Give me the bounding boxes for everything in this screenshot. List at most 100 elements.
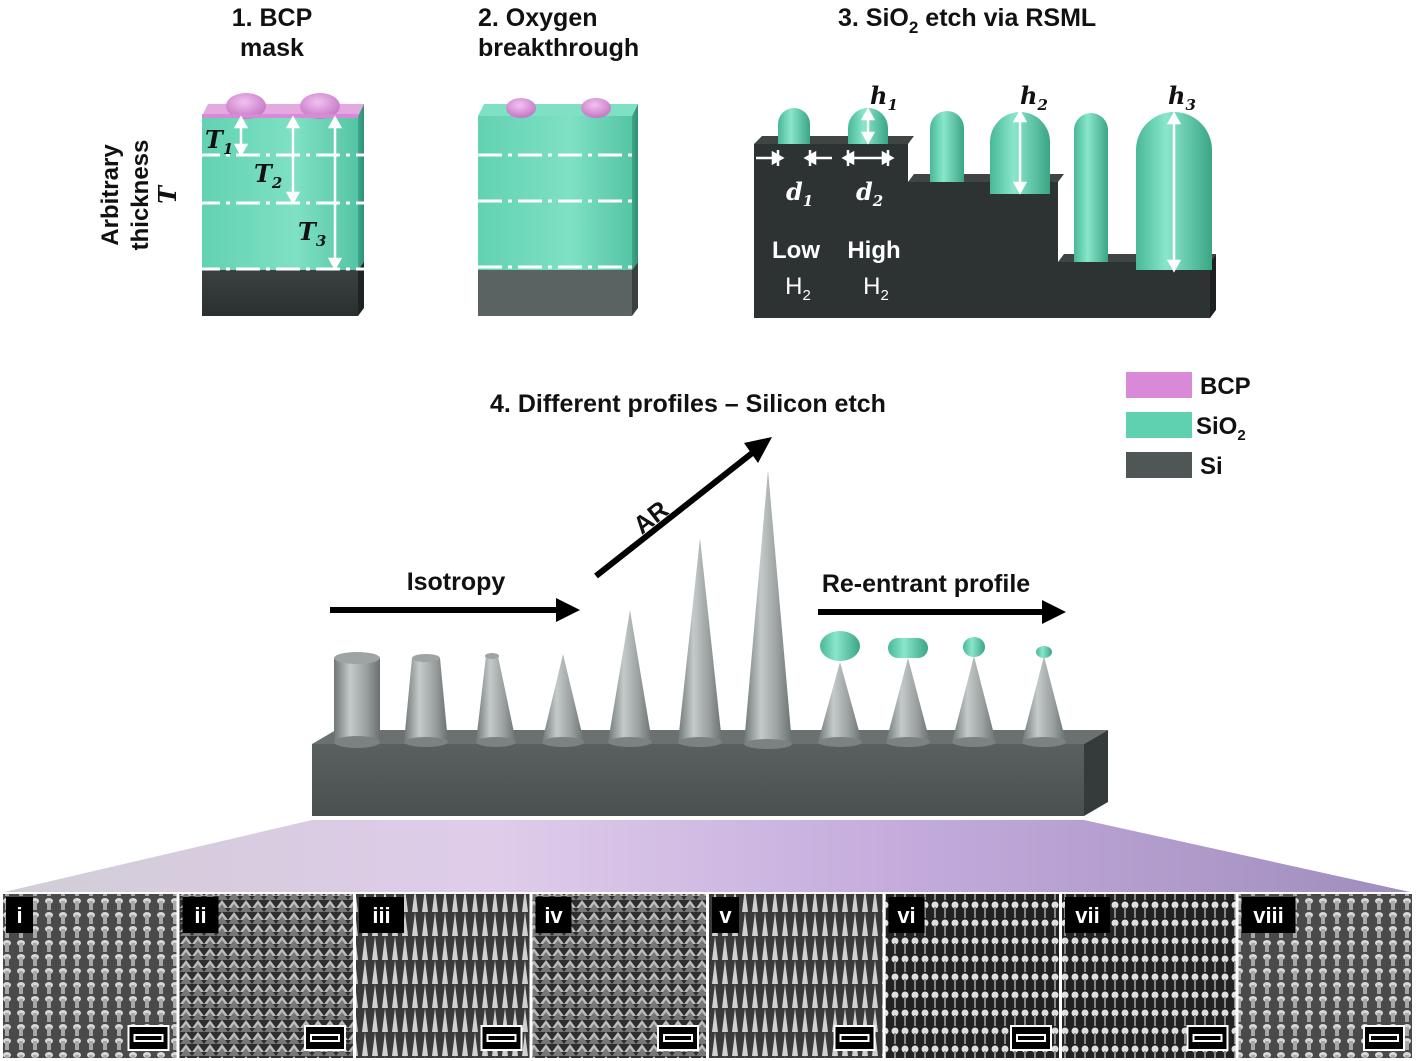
pillar-reentrant xyxy=(1022,646,1066,747)
sem-label-box xyxy=(535,897,572,933)
sem-label-box xyxy=(6,897,33,933)
si-substrate-side xyxy=(358,262,364,316)
step1-diagram: 1. BCP mask T1 T2 T3 xyxy=(196,4,364,316)
step1-title-line1: 1. BCP xyxy=(232,4,313,32)
bar-side xyxy=(1084,730,1108,816)
bcp-dome xyxy=(300,93,340,119)
scale-bar xyxy=(663,1034,693,1042)
scale-bar xyxy=(1192,1034,1223,1042)
sem-panel-iv: iv xyxy=(532,894,706,1058)
sem-label-box xyxy=(888,897,925,933)
ar-arrow: AR xyxy=(594,437,772,579)
side-label-line3: T xyxy=(153,184,182,204)
legend-swatch-sio2 xyxy=(1126,412,1192,438)
sem-label-box xyxy=(182,897,219,933)
arbitrary-thickness-label: Arbitrary thickness T xyxy=(97,140,182,251)
scale-bar xyxy=(486,1034,517,1042)
label-h1: h1 xyxy=(870,81,898,114)
scale-bar xyxy=(133,1034,164,1042)
sio2-cap xyxy=(1036,646,1052,658)
sio2-pillar xyxy=(778,108,810,144)
reentrant-label: Re-entrant profile xyxy=(822,570,1030,598)
bcp-dome xyxy=(506,98,536,118)
pillar-truncated-cone xyxy=(476,653,516,747)
si-substrate-front xyxy=(478,270,632,316)
legend: BCP SiO2 Si xyxy=(1126,372,1251,480)
t-arrows xyxy=(233,115,343,271)
isotropy-label: Isotropy xyxy=(407,568,506,596)
step3-title: 3. SiO2 etch via RSML xyxy=(838,4,1096,37)
sem-panel-vii: vii xyxy=(1062,894,1236,1058)
sem-label-box xyxy=(1241,897,1296,933)
side-label-line2: thickness xyxy=(127,140,154,251)
step2-title-line1: 2. Oxygen xyxy=(478,4,598,32)
pillar-cylinder xyxy=(334,652,380,748)
legend-swatch-si xyxy=(1126,452,1192,478)
sem-label: iv xyxy=(544,903,563,928)
bcp-dome xyxy=(581,98,611,118)
scale-bar xyxy=(310,1034,340,1042)
sem-label-box xyxy=(712,897,739,933)
sem-label-box xyxy=(359,897,404,933)
isotropy-arrow: Isotropy xyxy=(330,568,580,622)
sem-label: viii xyxy=(1253,903,1284,928)
zoom-funnel xyxy=(4,820,1410,892)
scale-bar xyxy=(1016,1034,1046,1042)
step1-title-line2: mask xyxy=(240,34,304,62)
h-arrows xyxy=(860,107,1182,273)
sio2-top xyxy=(478,104,638,116)
low-h2-line2: H2 xyxy=(785,273,811,304)
sem-label: ii xyxy=(194,903,206,928)
pillar-cone-tall xyxy=(678,538,722,747)
si-stepped-block xyxy=(754,144,1210,318)
low-h2-line1: Low xyxy=(772,237,820,264)
sem-label: i xyxy=(16,903,22,928)
legend-label-bcp: BCP xyxy=(1200,373,1251,400)
label-t1: T1 xyxy=(205,125,233,158)
sem-panel-ii: ii xyxy=(179,894,353,1058)
sem-panel-v: v xyxy=(709,894,883,1058)
step2-title-line2: breakthrough xyxy=(478,34,639,62)
pillar-cone-tallest xyxy=(744,470,792,749)
sem-panel-vi: vi xyxy=(885,894,1059,1058)
legend-swatch-bcp xyxy=(1126,372,1192,398)
sio2-cap xyxy=(888,638,928,658)
pillar-reentrant xyxy=(818,631,862,747)
bcp-film xyxy=(202,114,358,118)
sio2-pillar xyxy=(930,111,964,182)
ar-label: AR xyxy=(628,496,674,540)
pillar-cone-tall xyxy=(608,610,652,747)
sio2-cap xyxy=(820,631,860,661)
bcp-dome xyxy=(226,93,266,119)
step3-diagram: 3. SiO2 etch via RSML h1 h2 h3 d1 xyxy=(754,4,1216,318)
sio2-cap xyxy=(963,637,985,657)
sio2-layer-front xyxy=(478,116,632,270)
step4-title: 4. Different profiles – Silicon etch xyxy=(490,390,886,418)
legend-label-sio2: SiO2 xyxy=(1196,413,1246,444)
sem-panel-iii: iii xyxy=(356,894,530,1058)
sio2-layer-side xyxy=(358,104,364,270)
high-h2-line2: H2 xyxy=(863,273,889,304)
pillars xyxy=(334,470,1066,749)
pillar-reentrant xyxy=(952,637,996,747)
sio2-layer-front xyxy=(202,116,358,270)
sio2-layer-side xyxy=(632,104,638,270)
label-h3: h3 xyxy=(1168,81,1196,114)
high-h2-line1: High xyxy=(847,237,900,264)
pillar-truncated-cone xyxy=(404,654,448,747)
sem-label: v xyxy=(719,903,732,928)
si-substrate-front xyxy=(202,270,358,316)
label-t2: T2 xyxy=(254,159,282,192)
sem-label: vi xyxy=(897,903,915,928)
label-h2: h2 xyxy=(1020,81,1048,114)
si-substrate-side xyxy=(632,262,638,316)
step2-diagram: 2. Oxygen breakthrough xyxy=(478,4,639,316)
reentrant-arrow: Re-entrant profile xyxy=(818,570,1066,624)
pillar-cone xyxy=(542,654,584,747)
sem-label-box xyxy=(1065,897,1110,933)
d-arrows xyxy=(756,150,895,166)
label-t3: T3 xyxy=(298,217,326,250)
sem-panel-viii: viii xyxy=(1238,894,1412,1058)
